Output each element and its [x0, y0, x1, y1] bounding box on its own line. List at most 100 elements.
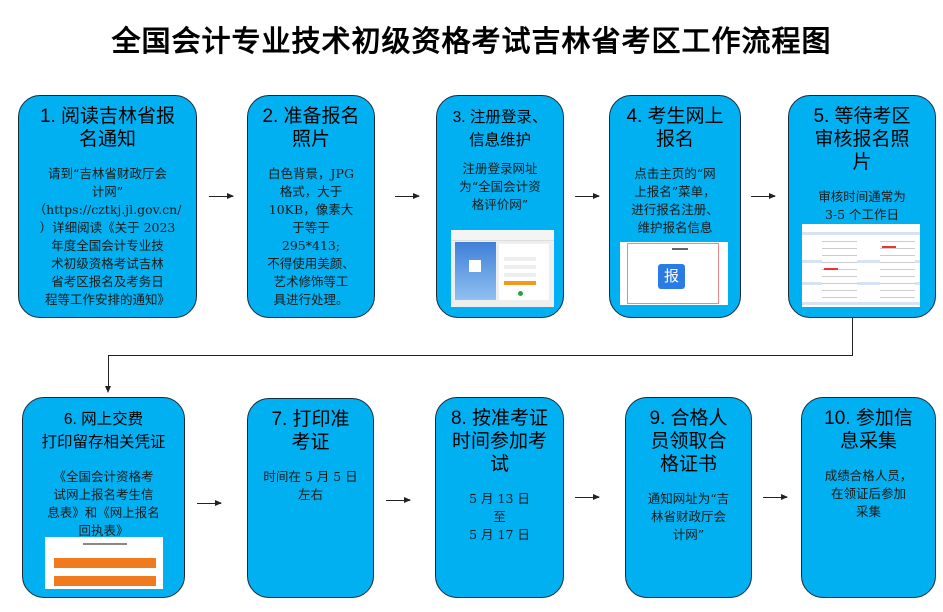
step-heading-line: 员领取合 [650, 431, 727, 452]
step-heading-line: 9. 合格人 [649, 408, 728, 429]
arrow-right [575, 193, 600, 199]
step-description-line: ）详细阅读《关于 2023 [39, 220, 176, 235]
step-6-box: 6. 网上交费打印留存相关凭证《全国会计资格考试网上报名考生信息表》和《网上报名… [22, 397, 185, 598]
step-heading: 5. 等待考区审核报名照片 [789, 105, 935, 174]
step-description-line: 295*413; [281, 238, 341, 253]
arrow-right [763, 494, 788, 500]
step-9-box: 9. 合格人员领取合格证书通知网址为“吉林省财政厅会计网” [625, 397, 752, 598]
step-heading-line: 7. 打印准 [271, 409, 350, 430]
step-description: 《全国会计资格考试网上报名考生信息表》和《网上报名回执表》 [23, 468, 184, 540]
step-heading-line: 10. 参加信 [824, 408, 913, 429]
step-description-line: 程等工作安排的通知》 [44, 292, 170, 307]
step-description-line: 艺术修饰等工 [273, 274, 349, 289]
step-description: 5 月 13 日至 5 月 17 日 [436, 490, 563, 544]
step-heading-line: 息采集 [839, 431, 897, 452]
step-description-line: 5 月 17 日 [469, 527, 530, 542]
step-description-line: 审核时间通常为 [818, 189, 906, 204]
step-description-line: 至 [493, 509, 506, 524]
step-description-line: 点击主页的“网 [634, 166, 716, 181]
page-title: 全国会计专业技术初级资格考试吉林省考区工作流程图 [111, 24, 832, 58]
arrow-head-down [105, 386, 111, 393]
step-heading-line: 考证 [291, 432, 330, 453]
step-description-line: 请到“吉林省财政厅会 [48, 166, 167, 181]
step-description: 注册登录网址为“全国会计资格评价网” [437, 160, 563, 214]
step-heading-line: 3. 注册登录、 [452, 109, 548, 126]
step-description: 时间在 5 月 5 日左右 [248, 468, 373, 504]
step-description-line: 10KB，像素大 [268, 202, 354, 217]
step-heading-line: 2. 准备报名 [262, 106, 360, 127]
step-description-line: 注册登录网址 [462, 161, 538, 176]
step-description-line: 于等于 [292, 220, 330, 235]
step-description-line: 在领证后参加 [830, 486, 906, 501]
step-heading-line: 照片 [291, 129, 330, 150]
arrow-right [209, 193, 234, 199]
step-heading: 1. 阅读吉林省报名通知 [19, 105, 196, 151]
step-heading: 10. 参加信息采集 [802, 407, 935, 453]
step-description-line: 3-5 个工作日 [824, 207, 900, 222]
login-page-screenshot [451, 230, 554, 307]
step-description-line: 时间在 5 月 5 日 [263, 469, 358, 484]
print-button[interactable] [54, 576, 156, 586]
step-description-line: 成绩合格人员， [824, 468, 913, 483]
step-heading-line: 名通知 [78, 129, 136, 150]
arrow-right [751, 193, 776, 199]
step-heading-line: 信息维护 [468, 132, 531, 149]
print-receipt-screenshot [45, 537, 163, 589]
step-heading-line: 5. 等待考区 [813, 106, 911, 127]
step-8-box: 8. 按准考证时间参加考试 5 月 13 日至 5 月 17 日 [435, 397, 564, 598]
step-description-line: 不得使用美颜、 [267, 256, 355, 271]
step-description-line: 年度全国会计专业技 [51, 238, 164, 253]
review-form-screenshot [802, 224, 920, 307]
arrow-right [575, 494, 600, 500]
step-description-line: 5 月 13 日 [469, 491, 530, 506]
step-description-line: 试网上报名考生信 [53, 487, 154, 502]
step-10-box: 10. 参加信息采集成绩合格人员，在领证后参加采集 [801, 397, 936, 598]
step-description-line: 通知网址为“吉 [647, 491, 730, 506]
step-description-line: 省考区报名及考务日 [51, 274, 164, 289]
step-heading: 8. 按准考证时间参加考试 [436, 407, 563, 476]
print-button[interactable] [54, 558, 156, 568]
step-description-line: 维护报名信息 [637, 220, 713, 235]
step-description-line: 格式，大于 [279, 184, 343, 199]
step-description-line: 格评价网” [471, 197, 529, 212]
step-heading-line: 8. 按准考证 [450, 408, 549, 429]
step-description-line: 为“全国会计资 [459, 179, 541, 194]
step-heading-line: 审核报名照 [814, 129, 910, 150]
step-heading-line: 1. 阅读吉林省报 [39, 106, 176, 127]
step-description-line: 上报名”菜单， [634, 184, 716, 199]
step-heading-line: 片 [852, 152, 872, 173]
step-description-line: 回执表》 [78, 523, 129, 538]
register-icon: 报 [658, 264, 685, 289]
step-heading: 9. 合格人员领取合格证书 [626, 407, 751, 476]
connector-down-arrow [108, 355, 109, 388]
step-description-line: 左右 [297, 487, 323, 502]
step-heading: 7. 打印准考证 [248, 408, 373, 454]
step-description-line: 术初级资格考试吉林 [51, 256, 164, 271]
step-heading-line: 报名 [655, 129, 694, 150]
step-description-line: 息表》和《网上报名 [47, 505, 160, 520]
step-heading-line: 6. 网上交费 [63, 411, 144, 428]
step-description-line: 计网” [91, 184, 124, 199]
step-description-line: 计网” [672, 527, 705, 542]
step-heading-line: 时间参加考 [451, 431, 547, 452]
step-description-line: 进行报名注册、 [631, 202, 719, 217]
step-description: 通知网址为“吉林省财政厅会计网” [626, 490, 751, 544]
step-description-line: 林省财政厅会 [650, 509, 726, 524]
step-heading-line: 4. 考生网上 [626, 106, 724, 127]
step-heading-line: 格证书 [659, 454, 717, 475]
step-description-line: 《全国会计资格考 [53, 469, 154, 484]
step-heading: 2. 准备报名照片 [248, 105, 374, 151]
connector-down [852, 318, 853, 356]
arrow-right [197, 500, 222, 506]
arrow-right [395, 193, 420, 199]
step-heading-line: 打印留存相关凭证 [41, 434, 166, 451]
connector-left [108, 355, 853, 356]
step-heading: 4. 考生网上报名 [610, 105, 740, 151]
step-heading: 3. 注册登录、信息维护 [437, 106, 563, 152]
step-description: 请到“吉林省财政厅会计网” （https://cztkj.jl.gov.cn/ ）详… [19, 165, 196, 309]
step-description-line: （https://cztkj.jl.gov.cn/ [33, 202, 182, 217]
online-registration-screenshot: 报 [620, 242, 728, 305]
step-description: 成绩合格人员，在领证后参加采集 [802, 467, 935, 521]
step-heading-line: 试 [489, 454, 509, 475]
